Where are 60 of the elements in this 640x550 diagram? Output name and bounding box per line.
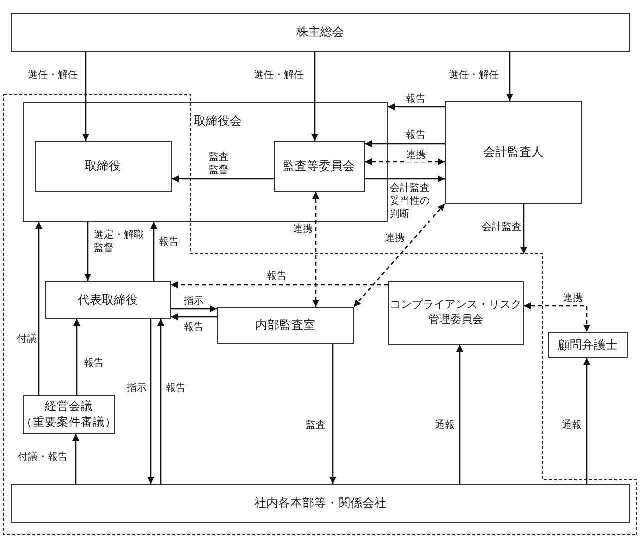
org-box: コンプライアンス・リスク管理委員会	[388, 281, 524, 345]
arrow	[584, 358, 590, 484]
org-box: 株主総会	[11, 13, 630, 52]
arrow	[82, 52, 90, 141]
edge-label: 会計監査妥当性の判断	[389, 182, 433, 221]
org-box: 経営会議（重要案件審議）	[23, 395, 115, 434]
arrow	[171, 306, 217, 312]
arrow	[365, 158, 445, 166]
edge-label: 付議・報告	[17, 451, 69, 464]
arrow	[520, 204, 528, 254]
arrow	[150, 222, 158, 281]
edge-label: 選任・解任	[253, 69, 305, 82]
arrow	[171, 314, 217, 320]
board-heading: 取締役会	[194, 113, 242, 130]
edge-label: 報告	[266, 270, 288, 283]
edge-label: 報告	[405, 129, 427, 142]
arrow	[388, 104, 445, 110]
org-box: 顧問弁護士	[548, 332, 628, 358]
arrow	[330, 344, 336, 484]
arrow	[365, 176, 445, 182]
board-box	[23, 102, 388, 222]
edge-label: 会計監査	[481, 221, 523, 234]
org-box: 会計監査人	[445, 101, 582, 204]
org-box: 内部監査室	[217, 307, 354, 344]
arrow	[158, 319, 164, 484]
arrow	[354, 204, 446, 308]
arrow	[74, 319, 80, 395]
edge-label: 報告	[405, 93, 427, 106]
arrow	[36, 222, 42, 395]
arrow	[312, 192, 320, 307]
arrow	[72, 434, 80, 484]
org-box: 社内各本部等・関係会社	[11, 484, 630, 523]
org-box: 監査等委員会	[274, 140, 364, 192]
edge-label: 選任・解任	[448, 69, 500, 82]
org-box: 代表取締役	[45, 281, 171, 319]
edge-label: 監査	[305, 419, 327, 432]
edge-label: 通報	[434, 419, 456, 432]
edge-label: 選任・解任	[27, 69, 79, 82]
arrow	[171, 282, 388, 288]
edge-label: 通報	[561, 419, 583, 432]
arrow	[148, 319, 154, 484]
edge-label: 指示	[126, 382, 148, 395]
edge-label: 付議	[16, 333, 38, 346]
edge-label: 連携	[384, 232, 406, 245]
arrow	[524, 302, 590, 332]
edge-label: 指示	[183, 295, 205, 308]
arrow	[84, 222, 92, 281]
edge-label: 報告	[183, 321, 205, 334]
arrow	[312, 52, 318, 141]
org-box: 取締役	[34, 140, 172, 192]
arrow	[506, 52, 514, 101]
arrow	[172, 176, 274, 182]
arrow	[365, 140, 445, 148]
edge-label: 報告	[83, 357, 105, 370]
edge-label: 連携	[405, 149, 427, 162]
edge-label: 報告	[158, 236, 180, 249]
arrow	[456, 345, 464, 484]
edge-label: 報告	[165, 382, 187, 395]
edge-label: 連携	[562, 292, 584, 305]
edge-label: 連携	[292, 223, 314, 236]
